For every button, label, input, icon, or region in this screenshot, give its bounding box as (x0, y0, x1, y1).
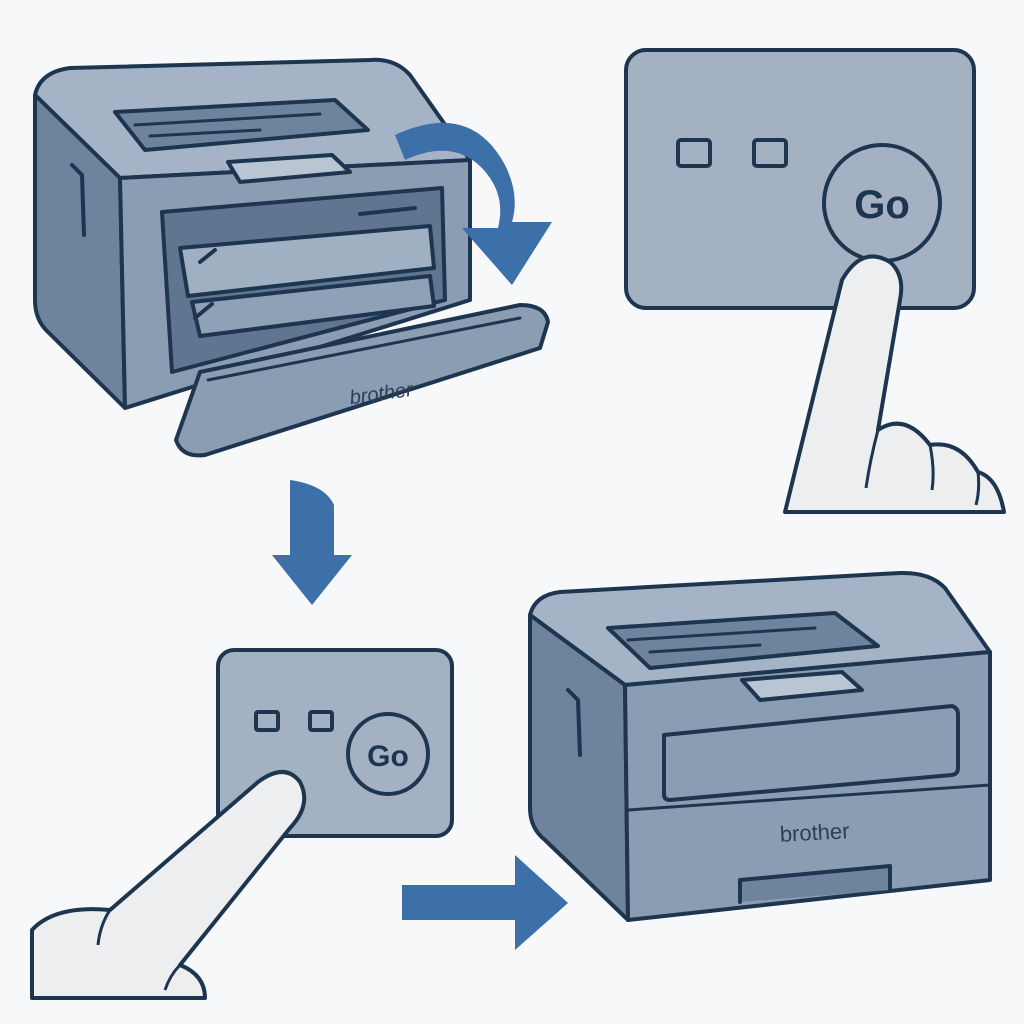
toner-drum-icon (178, 224, 436, 298)
go-button-small[interactable] (346, 712, 430, 796)
led-icon (308, 710, 334, 732)
finger-icon (783, 254, 1006, 514)
led-icon (752, 138, 788, 168)
printer-output-slot-inner (626, 626, 817, 654)
printer-paper-flap (740, 670, 864, 702)
go-button-large-label: Go (854, 183, 910, 227)
printer-side-grip (566, 688, 582, 757)
printer-paper-flap (226, 153, 352, 184)
printer-front-cover-closed (662, 704, 960, 802)
led-icon (676, 138, 712, 168)
control-panel-small: Go (30, 648, 454, 1000)
led-icon (254, 710, 280, 732)
printer-output-slot (113, 98, 370, 152)
printer-closed-illustration: brother (528, 570, 992, 922)
printer-open-illustration: brother (33, 57, 550, 458)
go-button-small-label: Go (367, 740, 409, 773)
finger-icon (30, 770, 307, 1000)
printer-front-cover-edge (206, 316, 522, 382)
printer-output-slot (606, 611, 880, 670)
printer-side-grip (70, 163, 86, 237)
printer-left-side (528, 613, 630, 922)
printer-output-slot-inner (133, 112, 322, 138)
toner-drum-handle (193, 206, 417, 320)
control-panel-large: Go (624, 48, 1006, 514)
printer-left-side (33, 93, 127, 410)
printer-front-band (626, 783, 992, 812)
printer-front-cover-open (174, 303, 550, 458)
down-arrow-icon (272, 480, 352, 605)
finger-knuckle-lines (864, 429, 981, 506)
printer-brand-label-closed: brother (779, 818, 850, 847)
curved-close-arrow-icon (395, 122, 552, 285)
right-arrow-icon (402, 855, 568, 950)
toner-drum-roller (190, 274, 436, 338)
paper-tray-icon (738, 864, 892, 904)
finger-knuckle-lines (96, 909, 182, 991)
